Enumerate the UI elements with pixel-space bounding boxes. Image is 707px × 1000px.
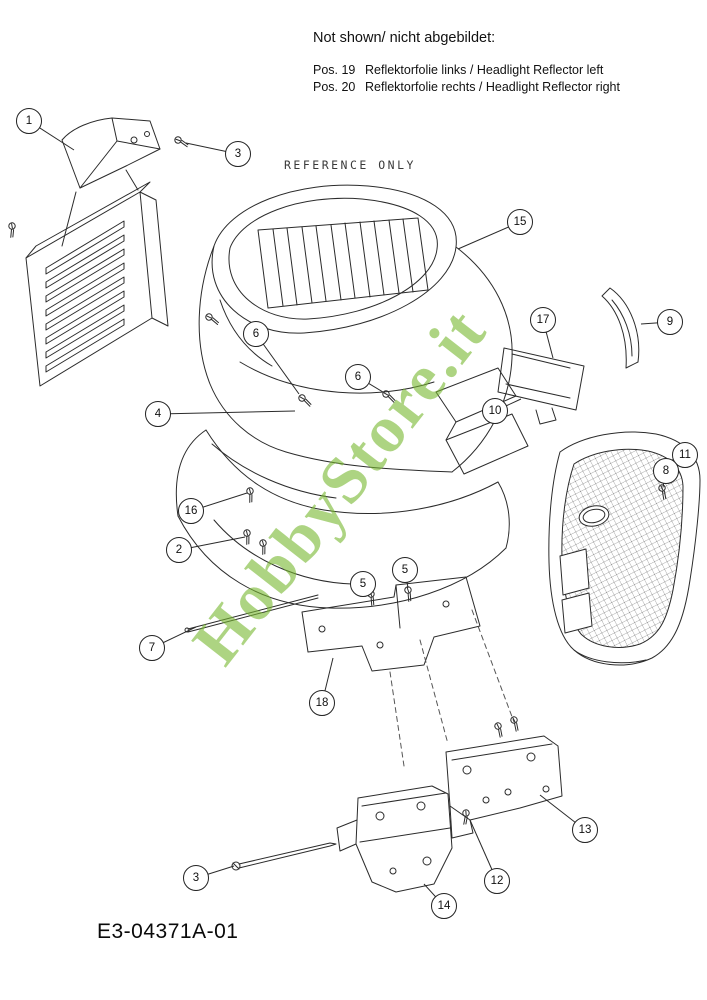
callout-14: 14 <box>431 893 457 919</box>
callout-13: 13 <box>572 817 598 843</box>
leader-line <box>157 410 296 415</box>
callout-4: 4 <box>145 401 171 427</box>
part-number: E3-04371A-01 <box>97 920 239 943</box>
not-shown-item: Pos. 19 Reflektorfolie links / Headlight… <box>313 62 620 79</box>
callout-9: 9 <box>657 309 683 335</box>
callout-5: 5 <box>350 571 376 597</box>
pos-label: Pos. 20 <box>313 80 356 94</box>
callout-3: 3 <box>225 141 251 167</box>
not-shown-item: Pos. 20 Reflektorfolie rechts / Headligh… <box>313 79 620 96</box>
callout-15: 15 <box>507 209 533 235</box>
callout-2: 2 <box>166 537 192 563</box>
callout-1: 1 <box>16 108 42 134</box>
callout-6: 6 <box>345 364 371 390</box>
callout-3: 3 <box>183 865 209 891</box>
callout-18: 18 <box>309 690 335 716</box>
pos-desc: Reflektorfolie rechts / Headlight Reflec… <box>365 80 620 94</box>
callout-5: 5 <box>392 557 418 583</box>
callout-16: 16 <box>178 498 204 524</box>
callout-7: 7 <box>139 635 165 661</box>
not-shown-title: Not shown/ nicht abgebildet: <box>313 30 496 46</box>
pos-label: Pos. 19 <box>313 63 356 77</box>
callout-12: 12 <box>484 868 510 894</box>
reference-only-label: REFERENCE ONLY <box>284 158 416 172</box>
callout-6: 6 <box>243 321 269 347</box>
callout-10: 10 <box>482 398 508 424</box>
not-shown-note: Not shown/ nicht abgebildet: Pos. 19 Ref… <box>313 30 620 96</box>
pos-desc: Reflektorfolie links / Headlight Reflect… <box>365 63 604 77</box>
callout-8: 8 <box>653 458 679 484</box>
callout-17: 17 <box>530 307 556 333</box>
